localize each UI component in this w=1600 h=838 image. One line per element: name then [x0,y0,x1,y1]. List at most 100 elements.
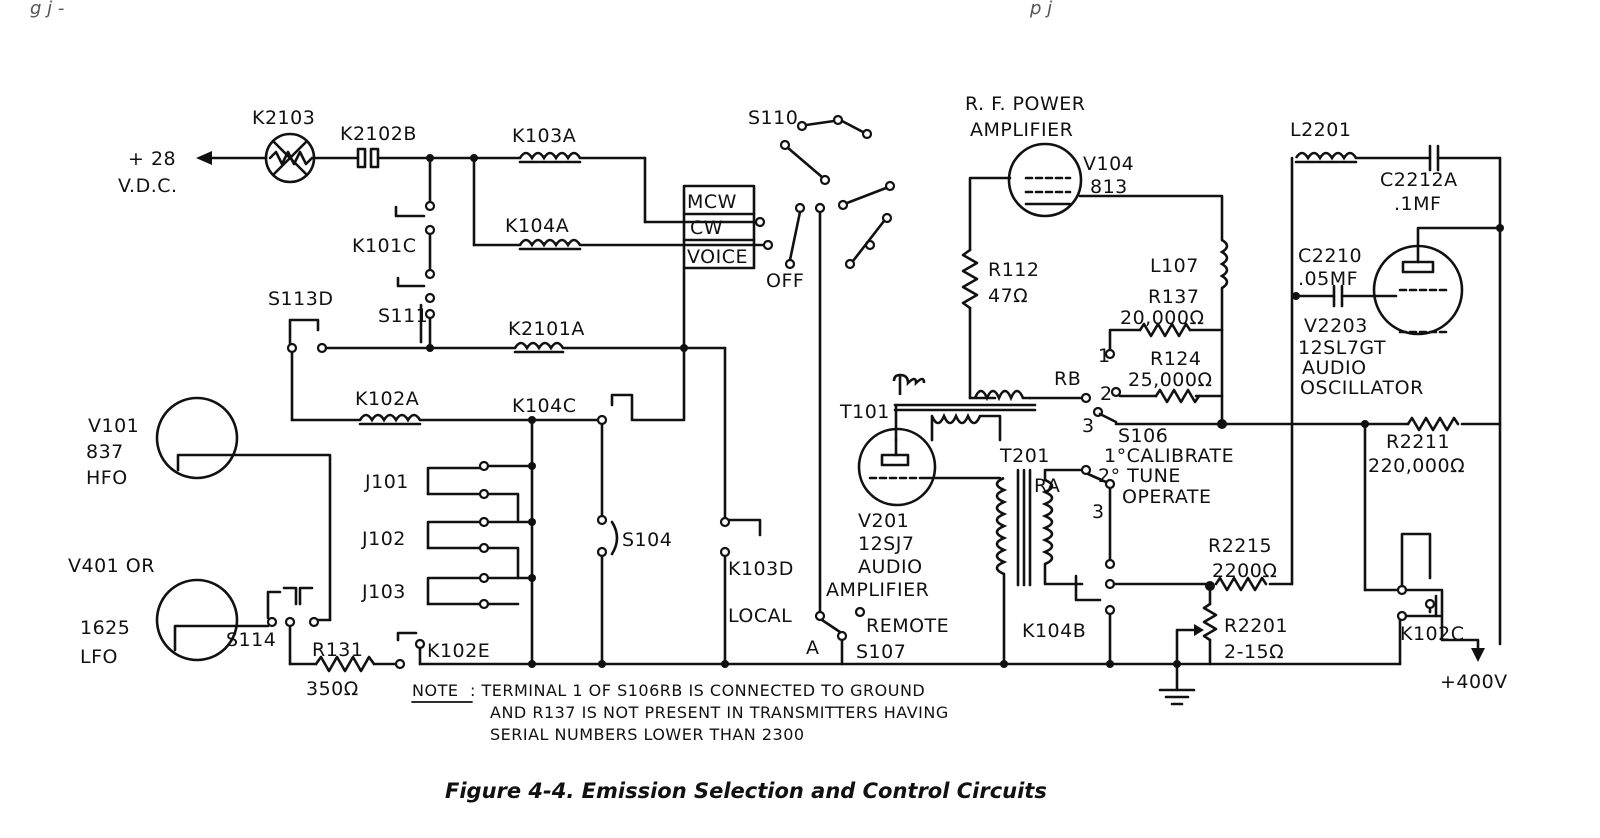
r2201-potentiometer [1175,588,1218,666]
label-k104b: K104B [1022,620,1086,642]
label-k104c: K104C [512,395,577,417]
r2215-resistor [1205,156,1294,592]
label-ra: RA [1034,475,1060,497]
label-v2203-type: 12SL7GT [1298,337,1386,359]
label-t101: T101 [839,401,890,423]
schematic-note: NOTE : TERMINAL 1 OF S106RB IS CONNECTED… [411,681,948,744]
k104b-contact [1074,574,1212,666]
label-s107: S107 [856,641,906,663]
label-r2215: R2215 [1208,535,1272,557]
label-s110: S110 [748,107,798,129]
t201-transformer [995,468,1084,666]
note-heading: NOTE [412,681,458,700]
s106-switch [1080,406,1367,570]
label-r112: R112 [988,259,1039,281]
label-k104a: K104A [505,215,569,237]
label-400v: +400V [1440,671,1508,693]
k103d-contact [719,516,762,666]
label-v201: V201 [858,510,909,532]
label-v401-type: 1625 [80,617,130,639]
k103a-coil [518,151,766,228]
label-k103d: K103D [728,558,794,580]
r2211-resistor [1361,416,1502,592]
label-l107: L107 [1150,255,1199,277]
s104-switch [596,514,619,666]
label-v201-role2: AMPLIFIER [826,579,929,601]
label-cw: CW [690,217,723,239]
label-s106-pos3a: 3 [1082,415,1095,437]
label-local: LOCAL [728,605,792,627]
k102a-line [358,346,686,666]
t101-transformer [892,373,1092,442]
label-c2212a: C2212A [1380,169,1458,191]
label-v201-role1: AUDIO [858,556,923,578]
label-r2211: R2211 [1386,431,1450,453]
label-r2211-value: 220,000Ω [1368,455,1465,477]
k2101a-line [286,266,727,522]
label-remote: REMOTE [866,615,949,637]
label-v201-type: 12SJ7 [858,533,914,555]
label-t201: T201 [999,445,1050,467]
r131-resistor [314,655,398,673]
label-c2210-value: .05MF [1298,268,1358,290]
label-v101-role: HFO [86,467,128,489]
v401-tube [155,578,270,662]
label-r124: R124 [1150,348,1201,370]
label-r2201-value: 2-15Ω [1224,641,1284,663]
label-s113d: S113D [268,288,333,310]
l107-coil [1219,238,1229,332]
label-r112-value: 47Ω [988,285,1028,307]
header-left-fragment: g j - [30,0,64,19]
label-rfpa-line1: R. F. POWER [965,93,1085,115]
label-k102c: K102C [1400,623,1465,645]
s110-switch [779,114,896,614]
r137-resistor [1104,322,1224,360]
header-right-fragment: p j [1029,0,1052,19]
figure-caption: Figure 4-4. Emission Selection and Contr… [445,779,1047,803]
label-v2203: V2203 [1304,315,1368,337]
label-r131: R131 [312,639,363,661]
label-vdc: V.D.C. [118,175,178,197]
label-off: OFF [766,270,804,292]
label-operate: OPERATE [1122,486,1211,508]
label-v2203-role1: AUDIO [1302,357,1367,379]
label-mcw: MCW [687,191,737,213]
r112-resistor [961,248,997,400]
label-k2101a: K2101A [508,318,585,340]
r124-resistor [1110,328,1227,429]
label-k2103: K2103 [252,107,315,129]
label-tune: 2° TUNE [1098,465,1181,487]
v2203-tube [1292,226,1502,336]
label-28v: + 28 [128,148,176,170]
v104-tube [968,142,1224,252]
s114-switch [266,586,332,666]
k101c-s111-contacts [394,156,436,352]
label-c2210: C2210 [1298,245,1362,267]
note-line3: SERIAL NUMBERS LOWER THAN 2300 [490,725,805,744]
label-v101: V101 [88,415,139,437]
v101-tube [155,396,332,622]
label-s106: S106 [1118,425,1168,447]
label-v401: V401 OR [68,555,155,577]
label-l2201: L2201 [1290,119,1351,141]
label-k103a: K103A [512,125,576,147]
label-s111: S111 [378,305,428,327]
label-r137-value: 20,000Ω [1120,307,1205,329]
l2201-c2212a [1294,144,1504,646]
label-v2203-role2: OSCILLATOR [1300,377,1424,399]
k102c-contact [1396,532,1485,662]
label-k101c: K101C [352,235,417,257]
k104a-coil [472,156,774,251]
label-j103: J103 [361,581,406,603]
label-s106-pos1: 1 [1098,345,1111,367]
label-s114: S114 [226,629,276,651]
label-voice: VOICE [687,246,748,268]
label-s104: S104 [622,529,672,551]
label-rfpa-line2: AMPLIFIER [970,119,1073,141]
label-r124-value: 25,000Ω [1128,369,1213,391]
ground-bus [418,618,1402,706]
label-s106-pos2: 2 [1100,383,1113,405]
label-v401-role: LFO [80,646,118,668]
